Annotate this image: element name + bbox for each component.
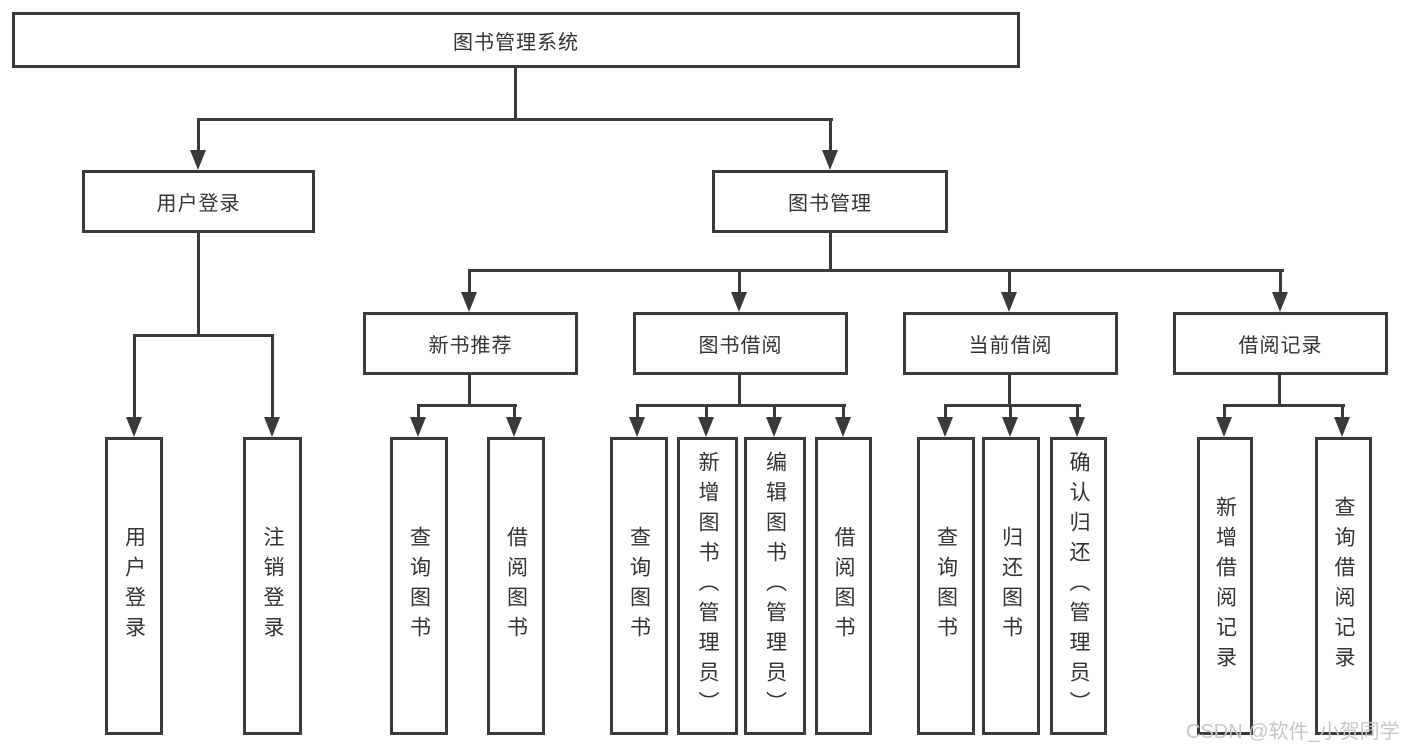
arrow-down-icon [1069, 417, 1085, 437]
connector-line [133, 334, 274, 337]
node-borrow-records: 借阅记录 [1173, 312, 1388, 375]
arrow-down-icon [126, 417, 142, 437]
connector-line [1076, 404, 1079, 419]
csdn-watermark: CSDN @软件_小贺同学 [1186, 721, 1400, 743]
arrow-down-icon [461, 292, 477, 312]
connector-line [1223, 404, 1345, 407]
connector-line [468, 375, 471, 406]
connector-line [468, 269, 1284, 272]
node-root-label: 图书管理系统 [453, 31, 579, 54]
node-current-borrow: 当前借阅 [903, 312, 1118, 375]
connector-line [944, 404, 947, 419]
leaf-label: 新增图书（管理员） [696, 451, 719, 721]
node-book-management-label: 图书管理 [788, 193, 872, 215]
arrow-down-icon [766, 417, 782, 437]
connector-line [829, 233, 832, 271]
connector-line [1008, 375, 1011, 406]
leaf-add-books-admin: 新增图书（管理员） [677, 437, 738, 735]
leaf-label: 确认归还（管理员） [1067, 451, 1090, 721]
arrow-down-icon [264, 417, 280, 437]
leaf-add-borrow-record: 新增借阅记录 [1197, 437, 1253, 735]
connector-line [468, 269, 471, 293]
arrow-down-icon [698, 417, 714, 437]
leaf-label: 编辑图书（管理员） [763, 451, 787, 721]
arrow-down-icon [1216, 417, 1232, 437]
arrow-down-icon [506, 417, 522, 437]
leaf-user-login: 用户登录 [105, 437, 163, 735]
arrow-down-icon [190, 150, 206, 170]
leaf-query-books-recommend: 查询图书 [390, 437, 448, 735]
leaf-query-books-current: 查询图书 [917, 437, 975, 735]
node-new-book-recommend-label: 新书推荐 [428, 335, 513, 357]
connector-line [1008, 269, 1011, 293]
connector-line [1341, 404, 1344, 419]
leaf-logout: 注销登录 [243, 437, 302, 735]
node-user-login-label: 用户登录 [156, 193, 241, 215]
connector-line [514, 68, 517, 120]
connector-line [1278, 375, 1281, 406]
arrow-down-icon [1272, 292, 1288, 312]
leaf-edit-books-admin: 编辑图书（管理员） [744, 437, 806, 735]
arrow-down-icon [410, 417, 426, 437]
connector-line [513, 404, 516, 419]
node-book-management: 图书管理 [712, 170, 948, 233]
arrow-down-icon [629, 417, 645, 437]
connector-line [271, 334, 274, 418]
connector-line [738, 269, 741, 293]
connector-line [636, 404, 846, 407]
node-book-borrow: 图书借阅 [633, 312, 848, 375]
connector-line [417, 404, 517, 407]
arrow-down-icon [1334, 417, 1350, 437]
leaf-label: 查询图书 [407, 526, 431, 646]
connector-line [636, 404, 639, 419]
leaf-borrow-books-recommend: 借阅图书 [487, 437, 545, 735]
arrow-down-icon [1001, 292, 1017, 312]
connector-line [197, 118, 200, 152]
leaf-label: 查询图书 [627, 526, 651, 646]
leaf-label: 注销登录 [261, 526, 284, 646]
connector-line [738, 375, 741, 406]
connector-line [842, 404, 845, 419]
arrow-down-icon [822, 150, 838, 170]
leaf-label: 借阅图书 [504, 526, 528, 646]
arrow-down-icon [1002, 417, 1018, 437]
leaf-confirm-return-admin: 确认归还（管理员） [1050, 437, 1107, 735]
leaf-label: 查询借阅记录 [1332, 496, 1355, 676]
node-new-book-recommend: 新书推荐 [363, 312, 578, 375]
leaf-label: 查询图书 [934, 526, 958, 646]
connector-line [1279, 269, 1282, 293]
arrow-down-icon [937, 417, 953, 437]
connector-line [773, 404, 776, 419]
leaf-borrow-books: 借阅图书 [815, 437, 872, 735]
leaf-return-books: 归还图书 [982, 437, 1040, 735]
node-book-borrow-label: 图书借阅 [698, 335, 783, 357]
node-current-borrow-label: 当前借阅 [968, 335, 1053, 357]
leaf-label: 新增借阅记录 [1213, 496, 1237, 676]
arrow-down-icon [731, 292, 747, 312]
connector-line [1223, 404, 1226, 419]
connector-line [133, 334, 136, 418]
connector-line [417, 404, 420, 419]
connector-line [197, 118, 833, 121]
connector-line [944, 404, 1081, 407]
node-root: 图书管理系统 [12, 12, 1020, 68]
leaf-label: 借阅图书 [832, 526, 855, 646]
connector-line [197, 233, 200, 336]
node-borrow-records-label: 借阅记录 [1238, 335, 1323, 357]
connector-line [705, 404, 708, 419]
connector-line [1009, 404, 1012, 419]
node-user-login: 用户登录 [82, 170, 315, 233]
leaf-query-books-borrow: 查询图书 [610, 437, 668, 735]
arrow-down-icon [835, 417, 851, 437]
leaf-label: 用户登录 [122, 526, 146, 646]
leaf-label: 归还图书 [999, 526, 1023, 646]
connector-line [829, 118, 832, 152]
leaf-query-borrow-record: 查询借阅记录 [1315, 437, 1372, 735]
